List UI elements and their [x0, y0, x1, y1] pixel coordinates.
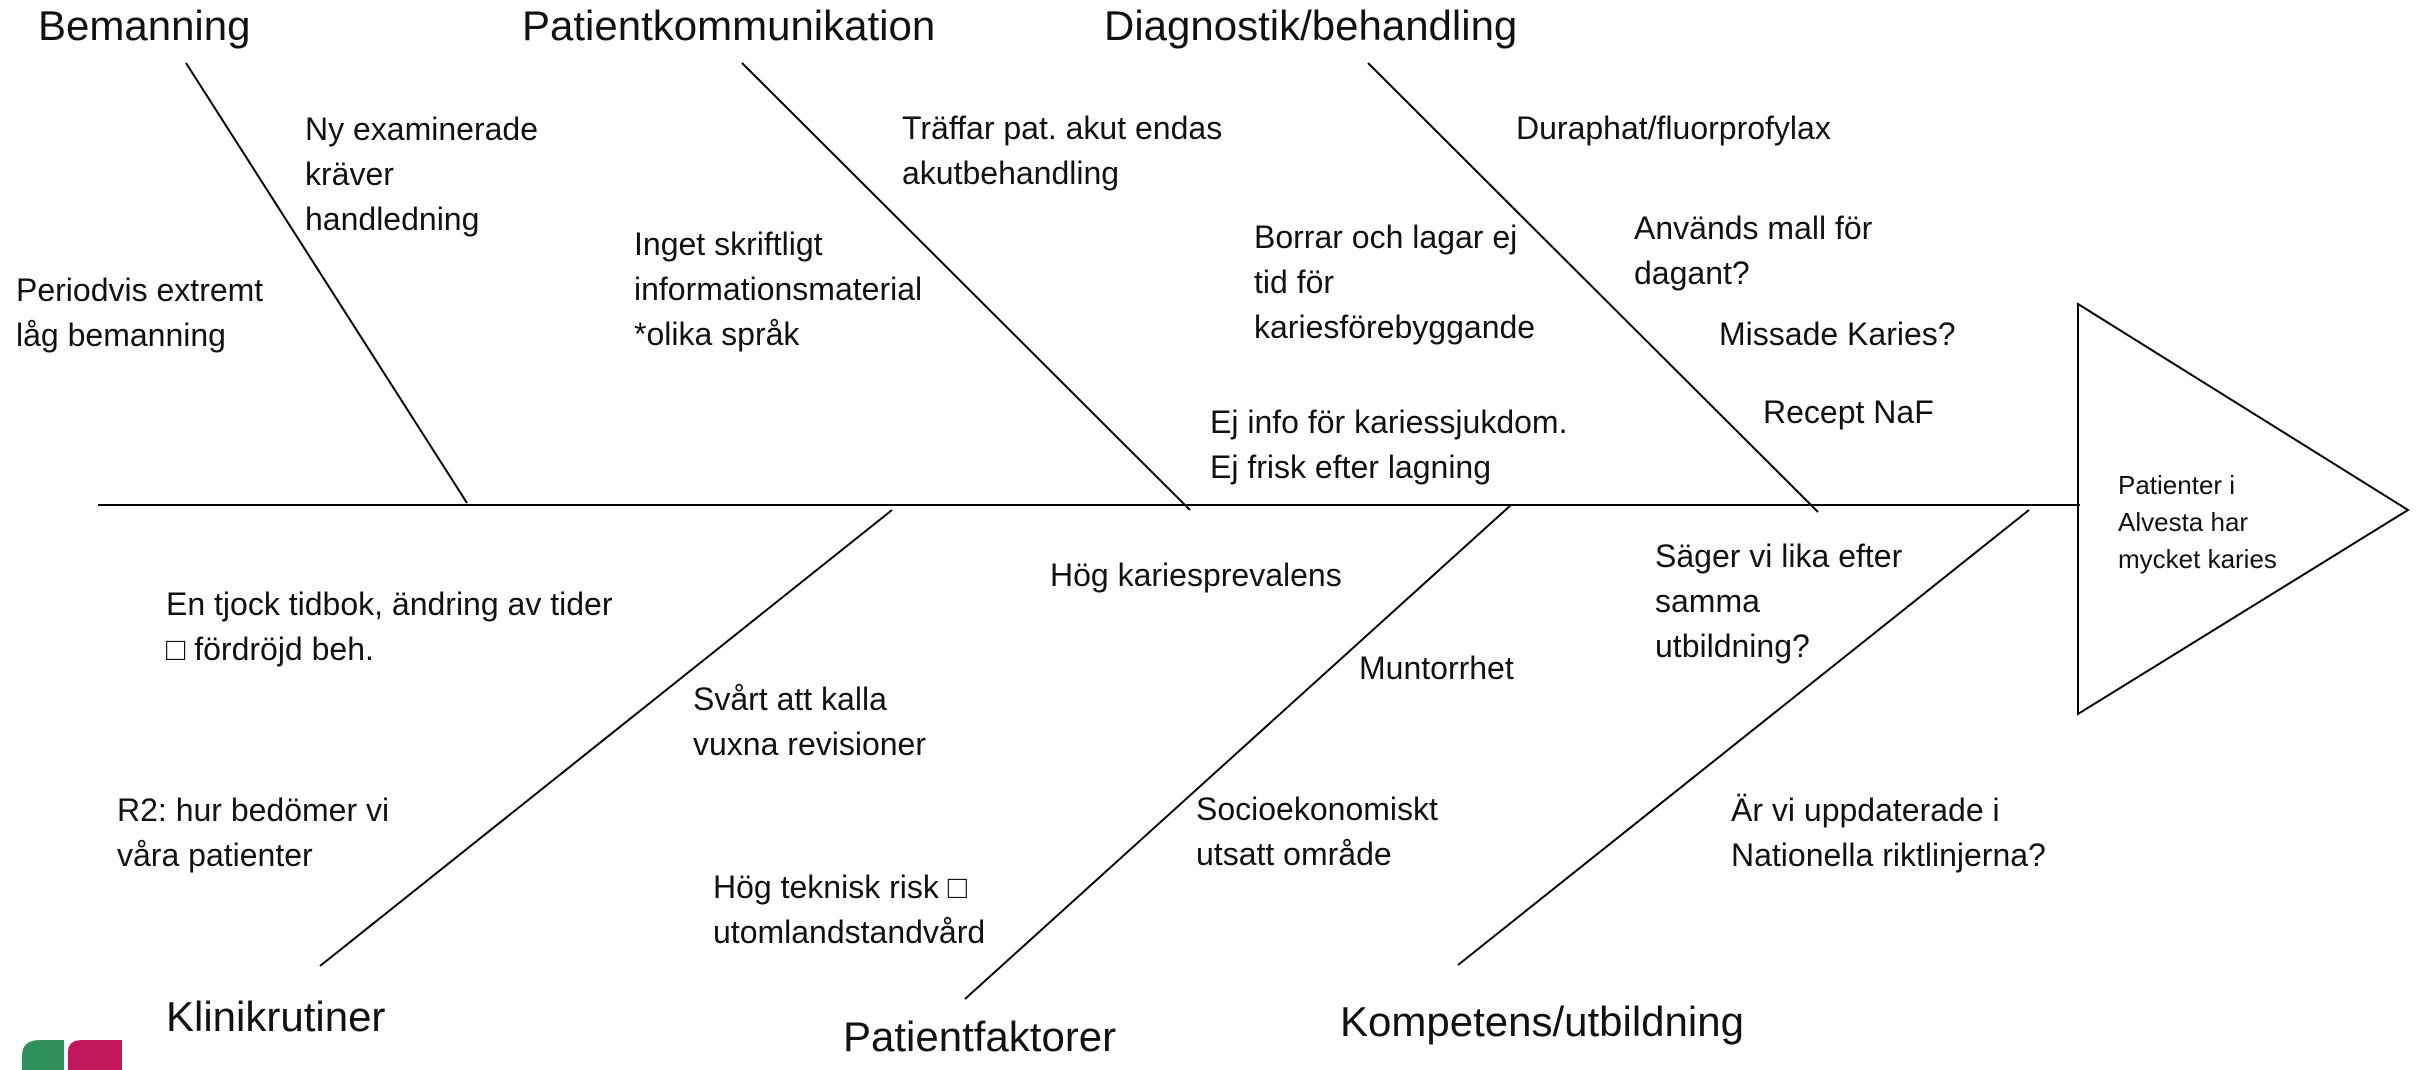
- cause-muntorrhet: Muntorrhet: [1359, 650, 1514, 686]
- cause-ar-vi-uppdaterade: Är vi uppdaterade i Nationella riktlinje…: [1731, 792, 2046, 873]
- category-diagnostik-behandling: Diagnostik/behandling: [1104, 2, 1518, 49]
- bone-patientfaktorer: [964, 504, 1512, 1000]
- cause-socioekonomiskt: Socioekonomiskt utsatt område: [1196, 791, 1438, 872]
- category-patientkommunikation: Patientkommunikation: [522, 2, 936, 49]
- cause-duraphat: Duraphat/fluorprofylax: [1516, 110, 1831, 146]
- cause-ny-examinerade: Ny examinerade kräver handledning: [305, 111, 538, 237]
- cause-borrar-och-lagar: Borrar och lagar ej tid för kariesföreby…: [1254, 219, 1536, 345]
- bone-kompetens-utbildning: [1457, 509, 2030, 966]
- cause-traffar-pat: Träffar pat. akut endas akutbehandling: [902, 110, 1223, 191]
- category-klinikrutiner: Klinikrutiner: [166, 993, 386, 1040]
- bone-diagnostik-behandling: [1367, 62, 1819, 513]
- cause-hog-teknisk-risk: Hög teknisk risk □ utomlandstandvård: [713, 869, 986, 950]
- cause-en-tjock-tidbok: En tjock tidbok, ändring av tider □ förd…: [166, 586, 613, 667]
- bone-bemanning: [185, 62, 468, 504]
- category-bemanning: Bemanning: [38, 2, 251, 49]
- cause-sager-vi-lika: Säger vi lika efter samma utbildning?: [1655, 538, 1903, 664]
- cause-r2-hur-bedomer: R2: hur bedömer vi våra patienter: [117, 792, 390, 873]
- effect-triangle: [2077, 302, 2410, 716]
- cause-hog-kariesprevalens: Hög kariesprevalens: [1050, 557, 1342, 593]
- bone-klinikrutiner: [319, 509, 893, 967]
- effect-text: Patienter i Alvesta har mycket karies: [2118, 470, 2277, 574]
- cause-anvands-mall: Används mall för dagant?: [1634, 210, 1873, 291]
- cause-ej-info: Ej info för kariessjukdom. Ej frisk efte…: [1210, 404, 1568, 485]
- cause-missade-karies: Missade Karies?: [1719, 316, 1956, 352]
- logo-mark-pink: [68, 1040, 122, 1070]
- cause-recept-naf: Recept NaF: [1763, 394, 1934, 430]
- logo-mark-green: [22, 1040, 64, 1070]
- category-kompetens-utbildning: Kompetens/utbildning: [1340, 998, 1744, 1045]
- bone-patientkommunikation: [741, 62, 1191, 511]
- cause-periodvis-extremt: Periodvis extremt låg bemanning: [16, 272, 264, 353]
- cause-inget-skriftligt: Inget skriftligt informationsmaterial *o…: [634, 226, 923, 352]
- category-patientfaktorer: Patientfaktorer: [843, 1013, 1117, 1060]
- brand-logo: [22, 1040, 122, 1070]
- cause-svart-att-kalla: Svårt att kalla vuxna revisioner: [693, 681, 926, 762]
